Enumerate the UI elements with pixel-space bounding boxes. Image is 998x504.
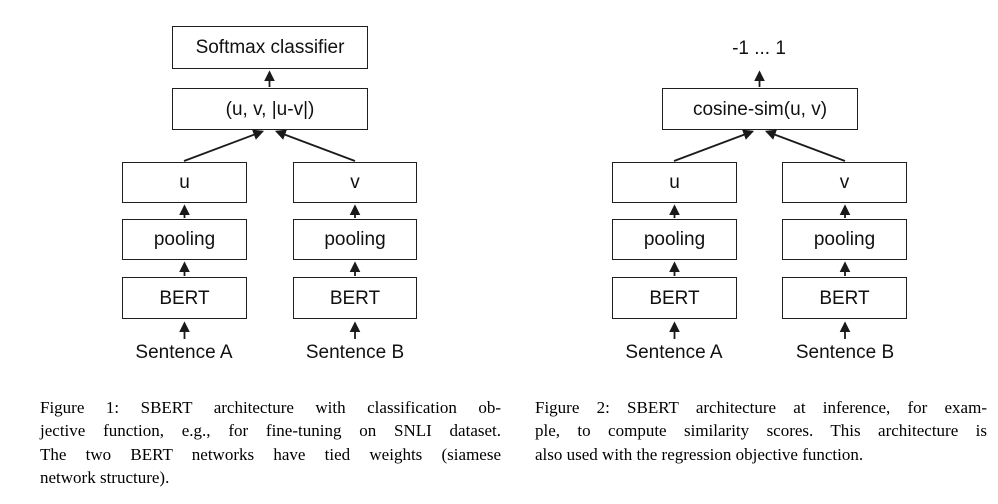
cosine-sim-label: cosine-sim(u, v) xyxy=(692,98,828,120)
bert-label-b-2: BERT xyxy=(819,287,870,309)
u-embedding-label-2: u xyxy=(669,172,680,193)
figure1-caption-line: Figure 1: SBERT architecture with classi… xyxy=(40,398,501,417)
u-embedding-label: u xyxy=(179,172,190,193)
output-range-label: -1 ... 1 xyxy=(732,38,786,59)
v-embedding-box-2: v xyxy=(782,162,907,203)
sentence-a-label-2: Sentence A xyxy=(625,342,723,363)
v-embedding-box: v xyxy=(293,162,417,203)
bert-label-b: BERT xyxy=(329,287,381,309)
figure2-caption-line: also used with the regression objective … xyxy=(535,444,864,464)
concat-box: (u, v, |u-v|) xyxy=(172,88,368,130)
u-embedding-box-2: u xyxy=(612,162,737,203)
bert-box-b: BERT xyxy=(293,277,417,319)
pooling-label-a-2: pooling xyxy=(643,229,706,250)
concat-label: (u, v, |u-v|) xyxy=(225,98,315,120)
u-embedding-box: u xyxy=(122,162,247,203)
sentence-b-label-2: Sentence B xyxy=(795,342,895,363)
pooling-box-a-2: pooling xyxy=(612,219,737,260)
bert-label-a-2: BERT xyxy=(649,287,700,309)
arrow-v-to-cosine xyxy=(764,129,846,162)
sentence-a-label: Sentence A xyxy=(135,342,233,363)
pooling-box-b-2: pooling xyxy=(782,219,907,260)
cosine-sim-box: cosine-sim(u, v) xyxy=(662,88,858,130)
figure1-caption: Figure 1: SBERT architecture with classi… xyxy=(40,396,501,490)
softmax-classifier-box: Softmax classifier xyxy=(172,26,368,69)
v-embedding-label-2: v xyxy=(839,172,850,193)
pooling-label-b-2: pooling xyxy=(813,229,876,250)
bert-box-b-2: BERT xyxy=(782,277,907,319)
figure1-caption-line: network structure). xyxy=(40,468,170,488)
pooling-label-b: pooling xyxy=(324,229,386,250)
v-embedding-label: v xyxy=(350,172,360,193)
pooling-box-b: pooling xyxy=(293,219,417,260)
bert-box-a: BERT xyxy=(122,277,247,319)
figure2-caption-line: Figure 2: SBERT architecture at inferenc… xyxy=(535,398,987,417)
softmax-classifier-label: Softmax classifier xyxy=(195,37,345,58)
pooling-label-a: pooling xyxy=(153,229,216,250)
arrow-v-to-concat xyxy=(274,129,356,162)
figure1-caption-line: The two BERT networks have tied weights … xyxy=(40,444,501,464)
sentence-b-label: Sentence B xyxy=(305,342,405,363)
figure1-caption-line: jective function, e.g., for fine-tuning … xyxy=(40,421,501,441)
figure2-caption: Figure 2: SBERT architecture at inferenc… xyxy=(535,396,987,466)
bert-label-a: BERT xyxy=(159,287,210,309)
arrow-u-to-cosine xyxy=(673,129,755,162)
figure2-caption-line: ple, to compute similarity scores. This … xyxy=(535,421,987,441)
arrow-u-to-concat xyxy=(183,129,265,162)
bert-box-a-2: BERT xyxy=(612,277,737,319)
pooling-box-a: pooling xyxy=(122,219,247,260)
